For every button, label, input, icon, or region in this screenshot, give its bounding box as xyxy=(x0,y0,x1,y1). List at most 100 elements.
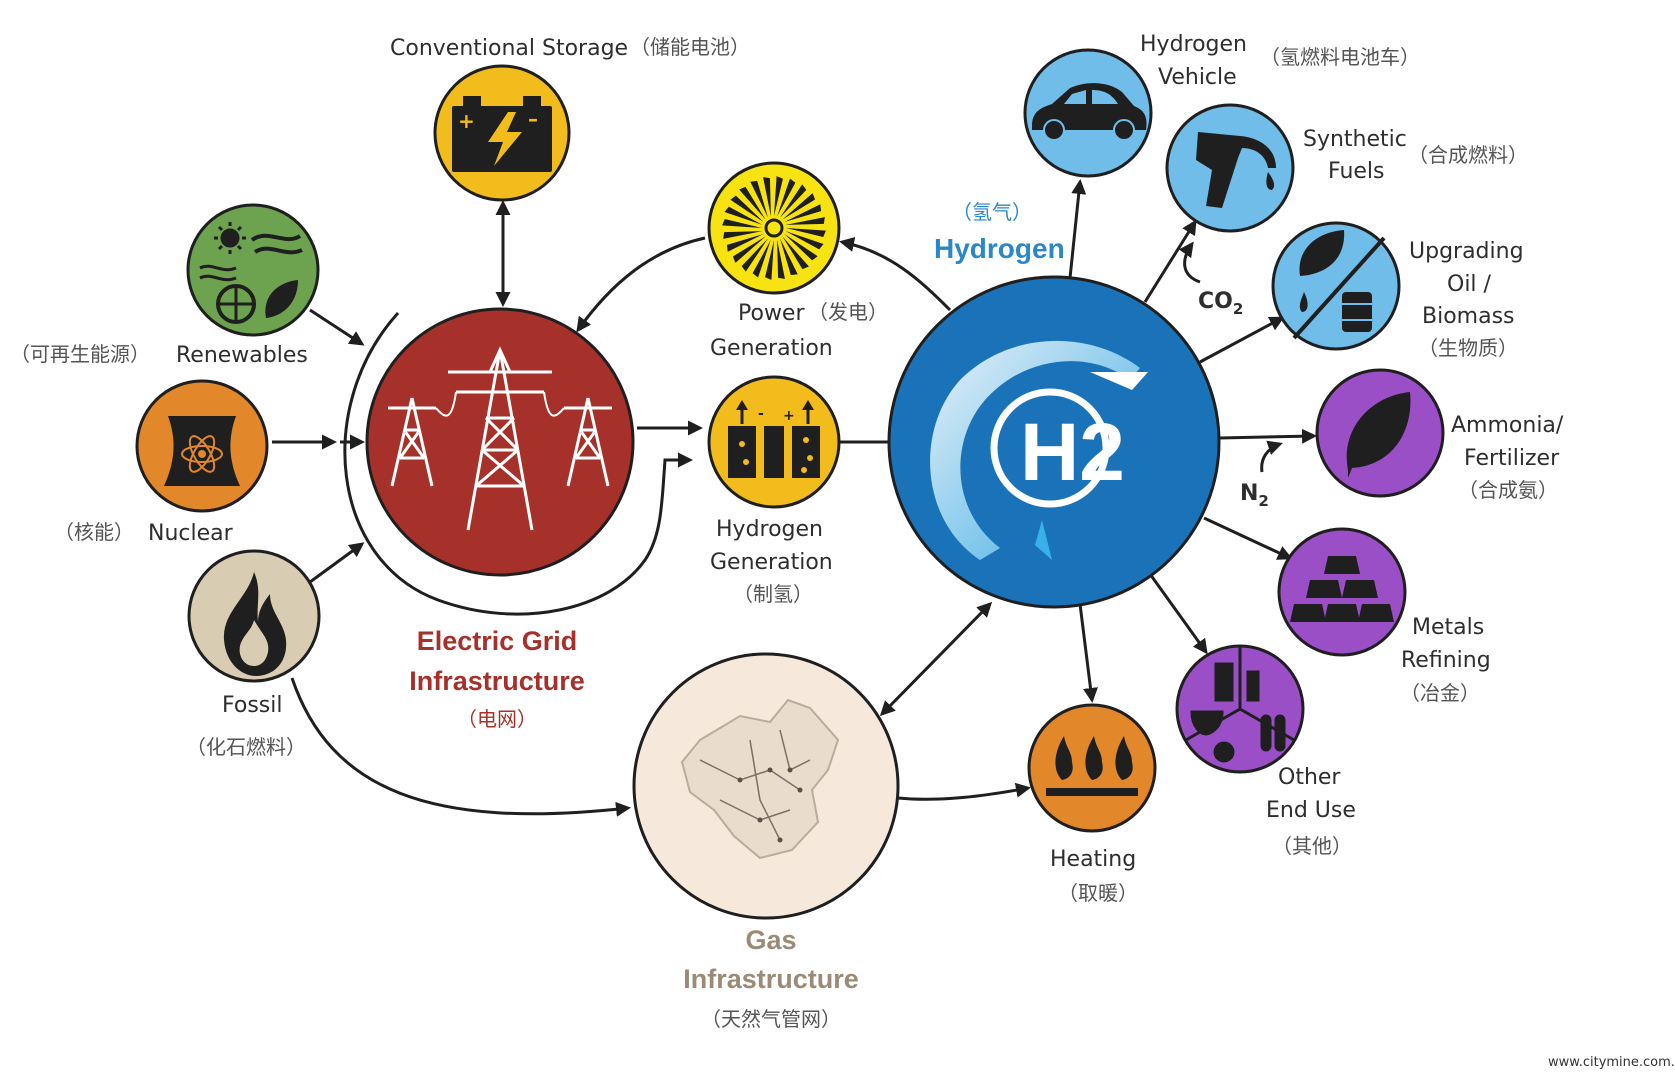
lab-icon xyxy=(1185,646,1295,763)
node-nuclear xyxy=(135,379,269,513)
metals-label-line2: Refining xyxy=(1401,648,1491,673)
arrow-hydrogen-metals xyxy=(1203,516,1293,560)
arrow-power-grid xyxy=(576,236,706,333)
fossil-label-cn: （化石燃料） xyxy=(186,735,306,759)
arrow-hydrogen-other xyxy=(1148,573,1208,655)
node-ammonia xyxy=(1315,368,1445,498)
heating-label: Heating xyxy=(1050,847,1136,872)
fossil-label: Fossil xyxy=(222,693,282,718)
other-label-cn: （其他） xyxy=(1272,834,1352,858)
other-label-line1: Other xyxy=(1278,765,1341,790)
hydrogen-label: Hydrogen xyxy=(934,233,1065,264)
storage-label-cn: （储能电池） xyxy=(630,35,750,59)
svg-text:+: + xyxy=(458,109,475,133)
node-hydrogen: H2 xyxy=(887,275,1221,609)
leaf-barrel-icon xyxy=(1292,230,1386,340)
arrow-n2-input xyxy=(1260,440,1283,473)
battery-icon: + – xyxy=(452,96,552,172)
renewables-circle xyxy=(186,203,320,337)
gas-label-line2: Infrastructure xyxy=(683,964,859,994)
transmission-tower-icon xyxy=(388,346,612,531)
ammonia-label-line1: Ammonia/ xyxy=(1451,413,1564,438)
renewables-label: Renewables xyxy=(176,343,308,368)
vehicle-label-cn: （氢燃料电池车） xyxy=(1260,45,1420,69)
synfuel-label-line2: Fuels xyxy=(1328,159,1385,184)
connectors xyxy=(272,179,1317,817)
ammonia-label-line2: Fertilizer xyxy=(1464,446,1560,471)
upgrading-label-line3: Biomass xyxy=(1422,304,1515,329)
arrow-gas-heating xyxy=(897,782,1031,801)
node-gas xyxy=(632,652,900,920)
nuclear-plant-icon xyxy=(164,416,240,486)
grid-label-cn: （电网） xyxy=(457,707,537,731)
upgrading-label-cn: （生物质） xyxy=(1418,336,1518,360)
power-label-cn: （发电） xyxy=(808,300,888,324)
node-power xyxy=(707,161,841,295)
nuclear-label-cn: （核能） xyxy=(54,520,134,544)
grid-circle xyxy=(365,307,635,577)
co2-label: CO2 xyxy=(1198,289,1243,318)
arrow-fossil-grid xyxy=(309,542,365,584)
h2-logo-icon: H2 xyxy=(930,340,1148,560)
gas-label-line1: Gas xyxy=(745,925,796,955)
leaf-icon xyxy=(1346,392,1411,478)
hydrogen-symbol: H2 xyxy=(1020,407,1125,498)
china-map-icon xyxy=(680,698,840,860)
power-label-line1: Power xyxy=(738,301,805,326)
electrolyzer-icon: - + xyxy=(728,400,820,478)
bracket-arc-to-h2gen xyxy=(343,311,693,616)
flame-icon xyxy=(223,572,287,676)
arrow-fossil-gas xyxy=(290,677,631,817)
n2-label: N2 xyxy=(1240,481,1269,510)
h2gen-label-line1: Hydrogen xyxy=(716,517,823,542)
svg-text:-: - xyxy=(758,406,764,422)
arrow-hydrogen-vehicle xyxy=(1068,179,1087,279)
node-vehicle xyxy=(1023,48,1153,178)
node-grid xyxy=(365,307,635,577)
upgrading-label-line1: Upgrading xyxy=(1409,239,1524,264)
watermark: www.citymine.com.cn xyxy=(1548,1055,1675,1070)
node-fossil xyxy=(187,549,321,683)
grid-label-line2: Infrastructure xyxy=(409,666,585,696)
arrow-hydrogen-synfuel xyxy=(1143,219,1197,303)
node-other xyxy=(1175,644,1305,774)
storage-label: Conventional Storage xyxy=(390,36,628,61)
ammonia-label-cn: （合成氨） xyxy=(1458,478,1558,502)
metals-label-cn: （冶金） xyxy=(1400,681,1480,705)
svg-text:+: + xyxy=(783,408,795,424)
fuel-nozzle-icon xyxy=(1196,132,1276,208)
vehicle-label-line1: Hydrogen xyxy=(1140,32,1247,57)
arrow-hydrogen-ammonia xyxy=(1219,428,1317,444)
upgrading-label-line2: Oil / xyxy=(1447,272,1492,297)
turbine-icon xyxy=(722,176,826,280)
renewables-label-cn: （可再生能源） xyxy=(10,342,150,366)
arrow-hydrogen-upgrading xyxy=(1199,316,1285,364)
svg-text:–: – xyxy=(528,107,538,131)
arrow-hydrogen-heating xyxy=(1078,603,1098,703)
grid-label-line1: Electric Grid xyxy=(417,626,578,656)
synfuel-label-cn: （合成燃料） xyxy=(1408,143,1528,167)
node-renewables xyxy=(186,203,320,337)
arrow-co2-input xyxy=(1178,241,1201,284)
h2gen-label-cn: （制氢） xyxy=(733,582,813,606)
ingots-icon xyxy=(1290,556,1394,622)
synfuel-label-line1: Synthetic xyxy=(1303,127,1407,152)
node-upgrading xyxy=(1271,221,1401,351)
gas-label-cn: （天然气管网） xyxy=(701,1007,841,1031)
node-heating xyxy=(1027,703,1157,833)
heating-label-cn: （取暖） xyxy=(1058,881,1138,905)
arrow-gas-hydrogen xyxy=(879,601,993,717)
node-synfuel xyxy=(1165,103,1295,233)
metals-label-line1: Metals xyxy=(1412,615,1484,640)
hydrogen-label-cn: （氢气） xyxy=(952,200,1032,224)
node-metals xyxy=(1277,527,1407,657)
metals-circle xyxy=(1277,527,1407,657)
node-storage: + – xyxy=(433,64,571,202)
heating-flames-icon xyxy=(1046,736,1138,796)
arrow-renewables-grid xyxy=(309,308,365,346)
car-icon xyxy=(1032,83,1147,141)
node-h2gen: - + xyxy=(707,375,841,509)
vehicle-label-line2: Vehicle xyxy=(1158,65,1237,90)
arrow-hydrogen-power xyxy=(839,237,952,312)
